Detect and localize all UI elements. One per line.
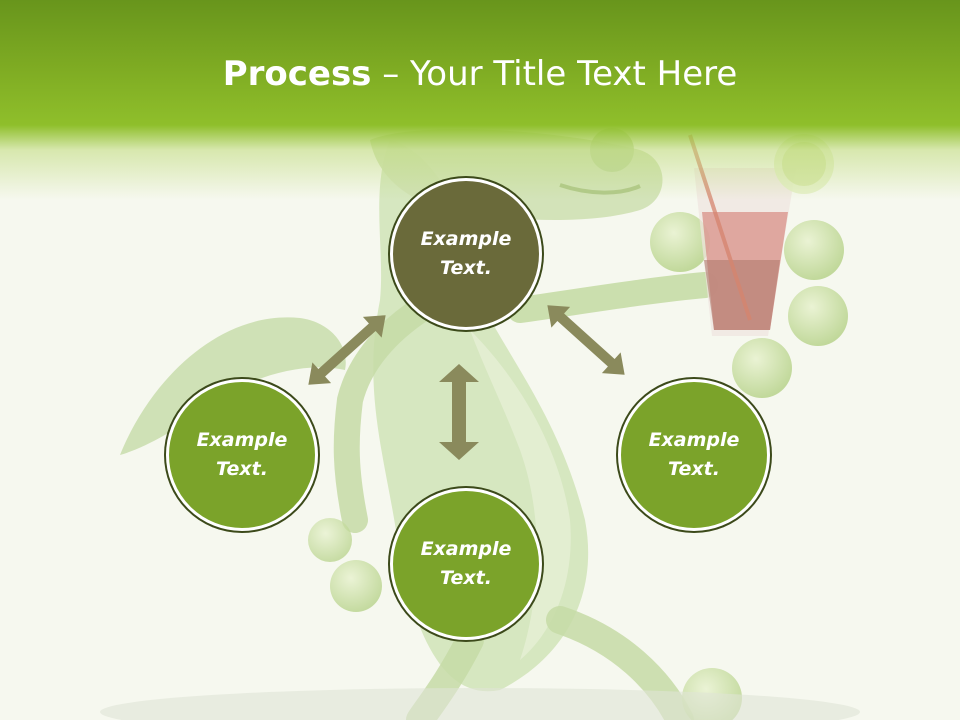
process-node-bottom[interactable]: Example Text. (390, 488, 542, 640)
node-left-text: Example Text. (196, 429, 288, 480)
title-rest: – Your Title Text Here (371, 54, 738, 94)
node-right-text: Example Text. (648, 429, 740, 480)
title-bold: Process (222, 54, 372, 94)
process-node-top[interactable]: Example Text. (390, 178, 542, 330)
node-top-text: Example Text. (420, 228, 512, 279)
double-arrow-vertical (439, 364, 479, 460)
slide-title: Process – Your Title Text Here (0, 52, 960, 96)
process-node-right[interactable]: Example Text. (618, 379, 770, 531)
double-arrow-top-left (308, 315, 386, 385)
node-bottom-text: Example Text. (420, 538, 512, 589)
process-node-left[interactable]: Example Text. (166, 379, 318, 531)
double-arrow-top-right (547, 305, 625, 375)
title-bar (0, 0, 960, 200)
